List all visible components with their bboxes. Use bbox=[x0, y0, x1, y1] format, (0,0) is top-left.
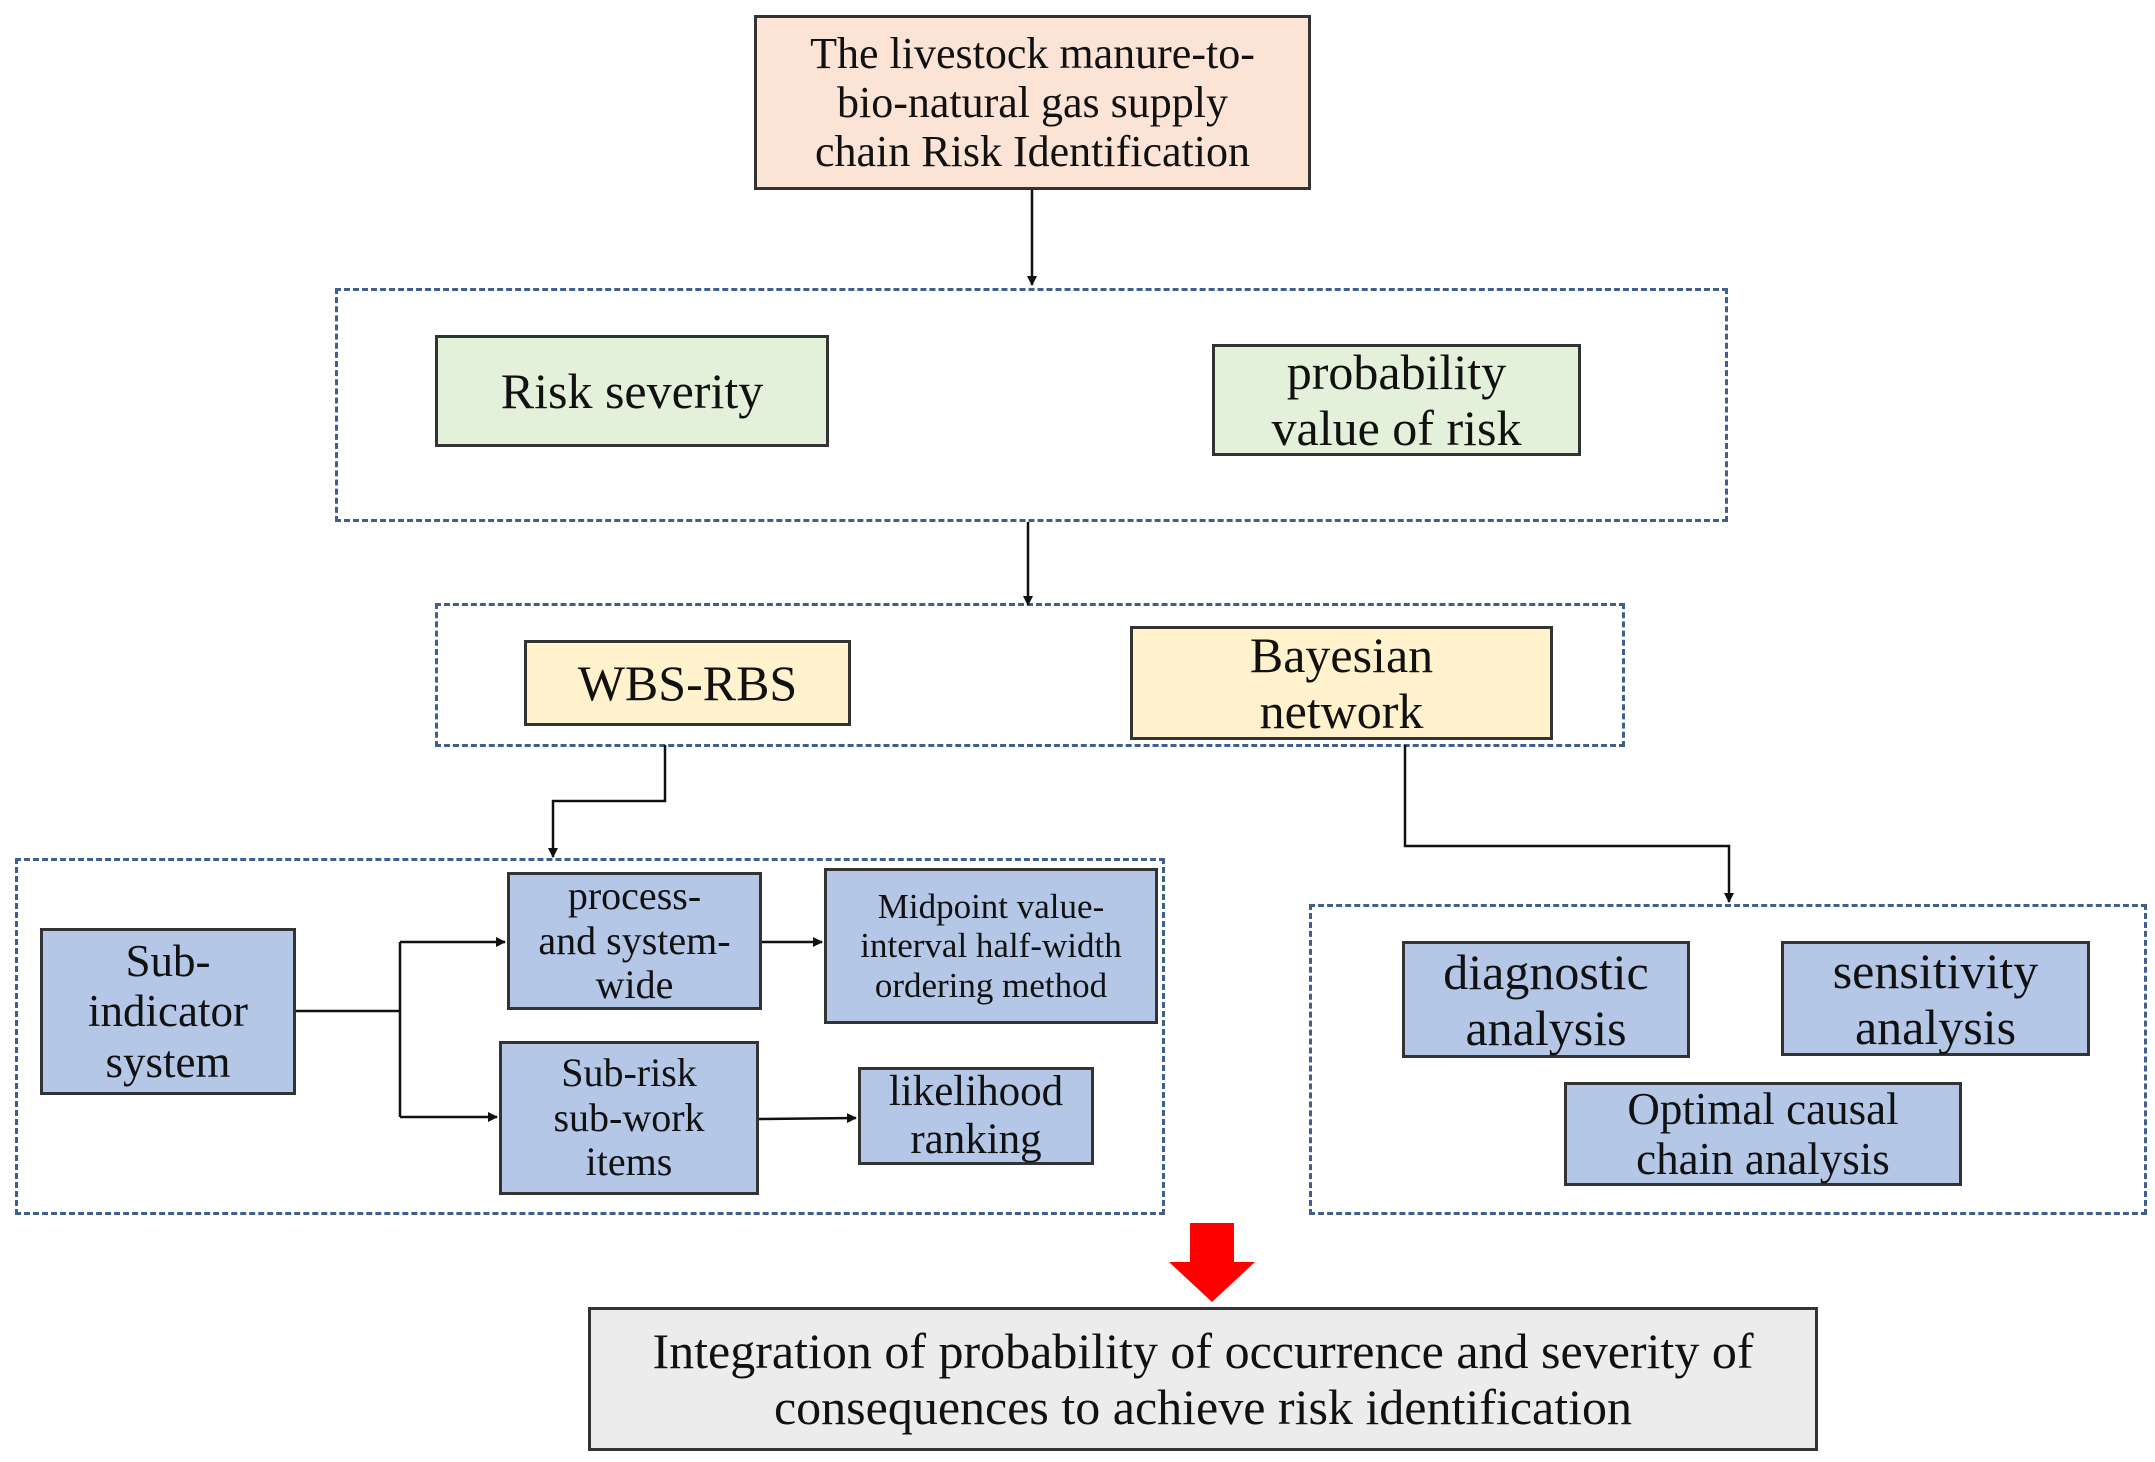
wbs-rbs-label: WBS-RBS bbox=[577, 655, 798, 711]
likelihood-ranking-label: likelihood ranking bbox=[888, 1067, 1064, 1163]
diagnostic-analysis-label: diagnostic analysis bbox=[1443, 943, 1649, 1056]
bayesian-network-box: Bayesian network bbox=[1130, 626, 1553, 740]
risk-severity-label: Risk severity bbox=[500, 363, 764, 419]
down-arrow-red-icon bbox=[1169, 1223, 1255, 1302]
process-system-wide-box: process- and system- wide bbox=[507, 872, 762, 1010]
top-box-label: The livestock manure-to- bio-natural gas… bbox=[810, 28, 1255, 177]
sub-risk-items-label: Sub-risk sub-work items bbox=[553, 1049, 705, 1185]
process-system-wide-label: process- and system- wide bbox=[538, 872, 731, 1008]
probability-value-label: probability value of risk bbox=[1271, 344, 1522, 456]
wbs-rbs-box: WBS-RBS bbox=[524, 640, 851, 726]
likelihood-ranking-box: likelihood ranking bbox=[858, 1067, 1094, 1165]
sensitivity-analysis-box: sensitivity analysis bbox=[1781, 941, 2090, 1056]
sub-indicator-system-label: Sub- indicator system bbox=[88, 935, 248, 1087]
arrow-wbs-to-detail bbox=[548, 745, 667, 858]
arrow-to-likelihood-ranking bbox=[758, 1113, 857, 1124]
causal-chain-analysis-box: Optimal causal chain analysis bbox=[1564, 1082, 1962, 1186]
sub-indicator-system-box: Sub- indicator system bbox=[40, 928, 296, 1095]
wbs-rbs-detail-group bbox=[15, 858, 1165, 1215]
top-risk-identification-box: The livestock manure-to- bio-natural gas… bbox=[754, 15, 1311, 190]
midpoint-method-box: Midpoint value- interval half-width orde… bbox=[824, 868, 1158, 1024]
arrow-bayesian-to-analysis bbox=[1403, 745, 1734, 903]
bayesian-network-label: Bayesian network bbox=[1249, 627, 1434, 739]
midpoint-method-label: Midpoint value- interval half-width orde… bbox=[860, 887, 1122, 1005]
bayesian-analysis-group bbox=[1309, 904, 2147, 1215]
sub-risk-items-box: Sub-risk sub-work items bbox=[499, 1041, 759, 1195]
integration-result-box: Integration of probability of occurrence… bbox=[588, 1307, 1818, 1451]
diagnostic-analysis-box: diagnostic analysis bbox=[1402, 941, 1690, 1058]
sensitivity-analysis-label: sensitivity analysis bbox=[1832, 942, 2039, 1055]
risk-measures-group bbox=[335, 288, 1728, 522]
probability-value-box: probability value of risk bbox=[1212, 344, 1581, 456]
integration-result-label: Integration of probability of occurrence… bbox=[652, 1323, 1754, 1435]
causal-chain-analysis-label: Optimal causal chain analysis bbox=[1627, 1083, 1899, 1184]
risk-severity-box: Risk severity bbox=[435, 335, 829, 447]
